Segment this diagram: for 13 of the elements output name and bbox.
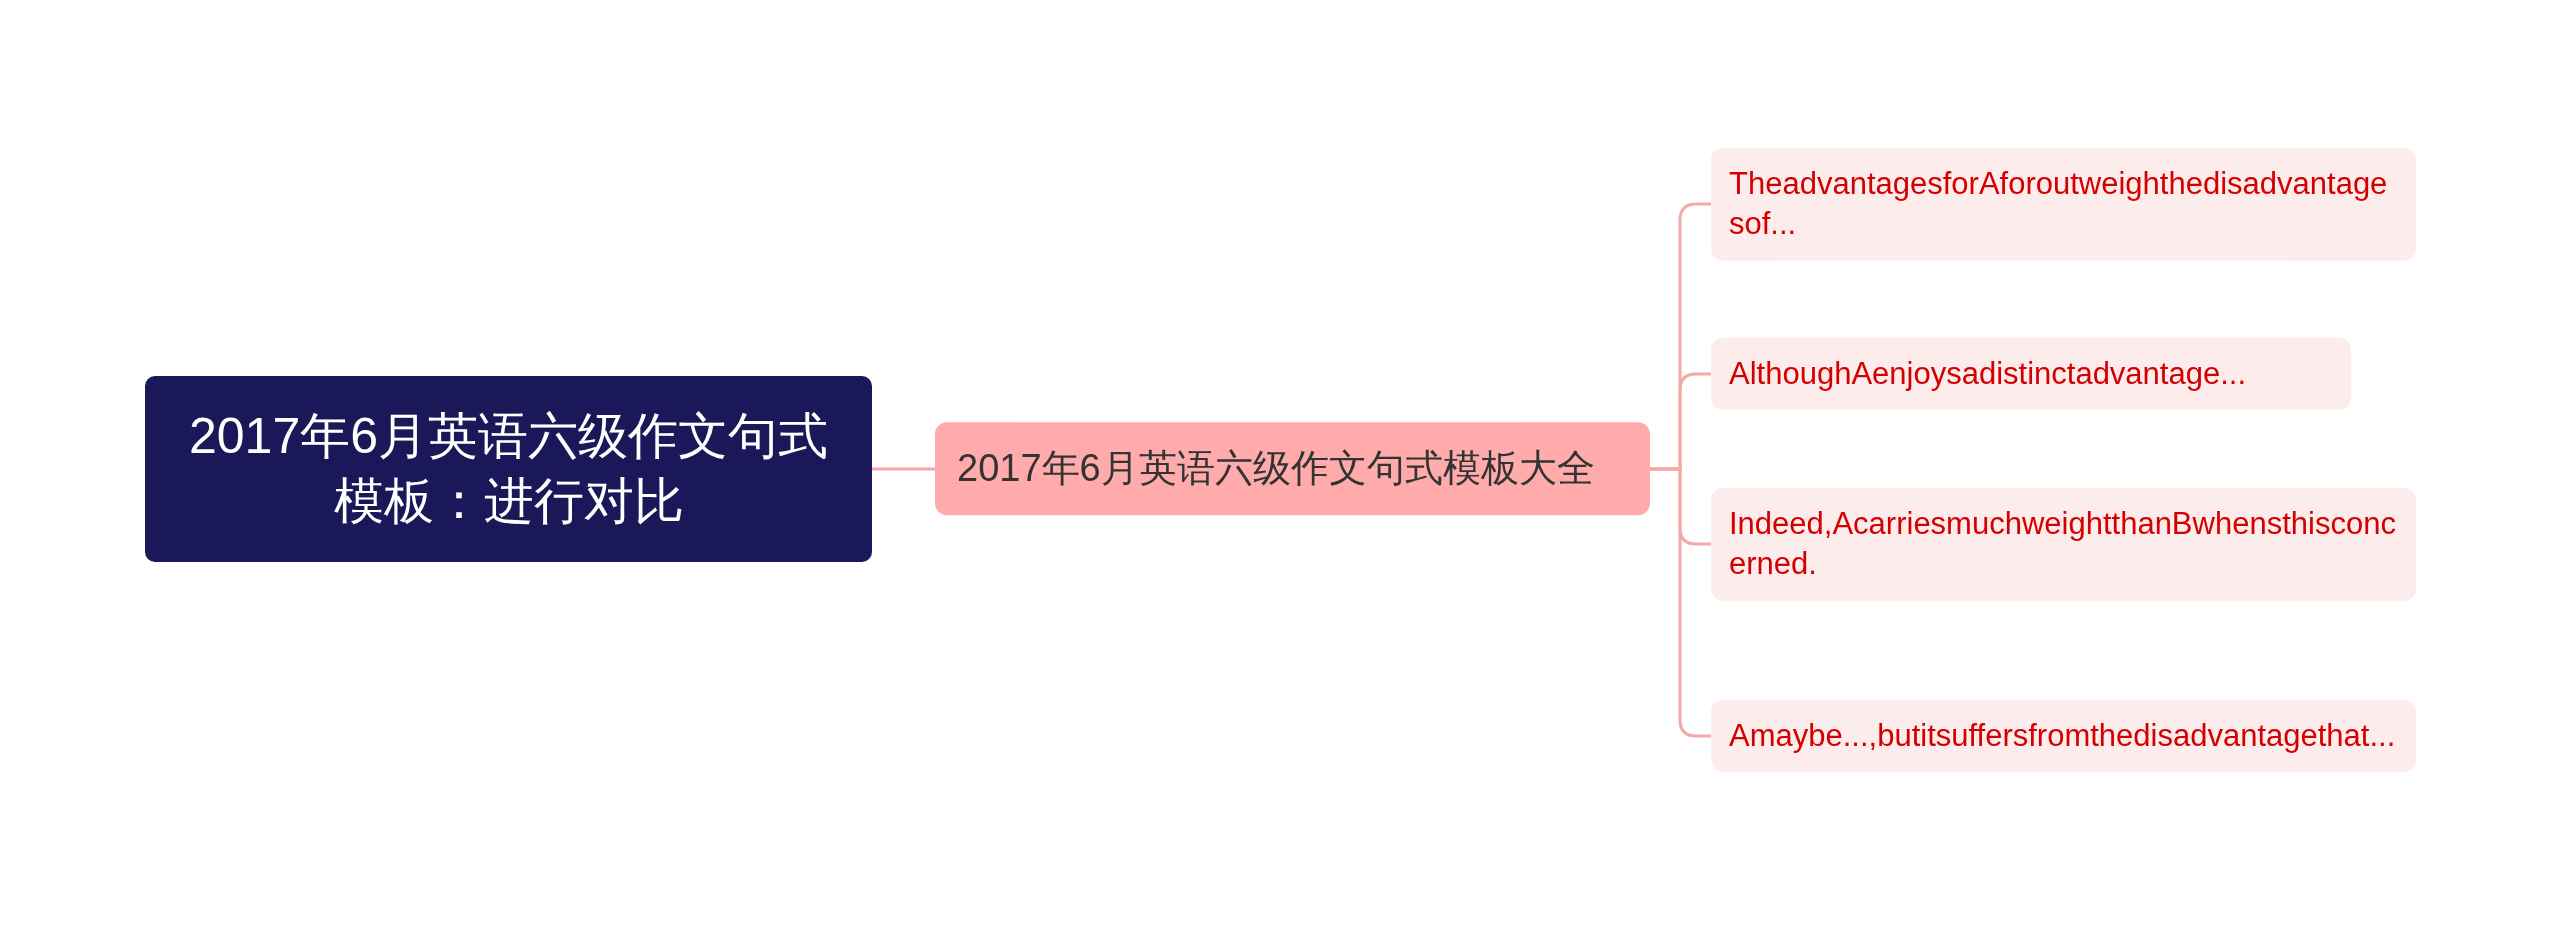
leaf-box bbox=[1711, 487, 2416, 601]
leaf-box bbox=[1711, 699, 2416, 773]
node-text: Amaybe...,butitsuffersfromthedisadvantagethat... bbox=[1729, 716, 2397, 755]
topic-box bbox=[145, 376, 872, 562]
leaf-box bbox=[1711, 337, 2351, 411]
subtopic-box bbox=[935, 422, 1650, 516]
node-text: Indeed,AcarriesmuchweightthanBwhensthisconcerned. bbox=[1729, 504, 2397, 583]
node-text: TheadvantagesforAforoutweighthedisadvantagesof... bbox=[1729, 164, 2389, 243]
connector-line bbox=[872, 467, 935, 471]
leaf-box bbox=[1711, 147, 2416, 261]
node-text: 2017年6月英语六级作文句式模板大全 bbox=[957, 446, 1596, 492]
node-text: 2017年6月英语六级作文句式模板：进行对比 bbox=[187, 407, 829, 531]
node-text: AlthoughAenjoysadistinctadvantage... bbox=[1729, 354, 2248, 393]
